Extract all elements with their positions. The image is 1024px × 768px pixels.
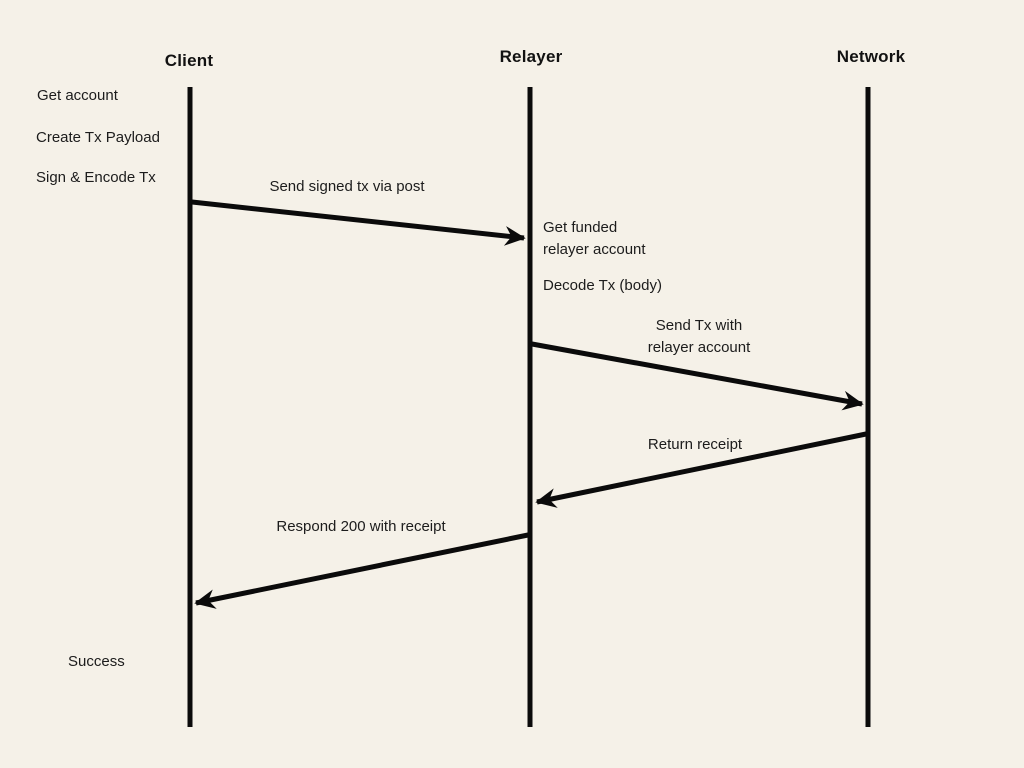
status-success: Success (68, 653, 125, 670)
relayer-note-decode-tx: Decode Tx (body) (543, 277, 662, 294)
arrow-send-tx-relayer-account (531, 341, 864, 411)
relayer-note-get-funded-account: Get funded relayer account (543, 219, 646, 258)
message-label-send-signed-tx: Send signed tx via post (269, 178, 425, 195)
client-note-sign-encode-tx: Sign & Encode Tx (36, 169, 156, 186)
arrow-respond-200 (194, 532, 529, 609)
message-label-send-tx-relayer-account: Send Tx with relayer account (647, 317, 751, 356)
client-note-get-account: Get account (37, 87, 118, 104)
actor-title-relayer: Relayer (499, 47, 563, 66)
message-label-respond-200: Respond 200 with receipt (276, 518, 446, 535)
arrow-send-signed-tx (191, 199, 526, 246)
client-note-create-tx-payload: Create Tx Payload (36, 129, 160, 146)
actor-title-network: Network (836, 47, 906, 66)
message-label-return-receipt: Return receipt (647, 436, 743, 453)
actor-title-client: Client (164, 51, 214, 70)
arrow-return-receipt (535, 431, 867, 508)
